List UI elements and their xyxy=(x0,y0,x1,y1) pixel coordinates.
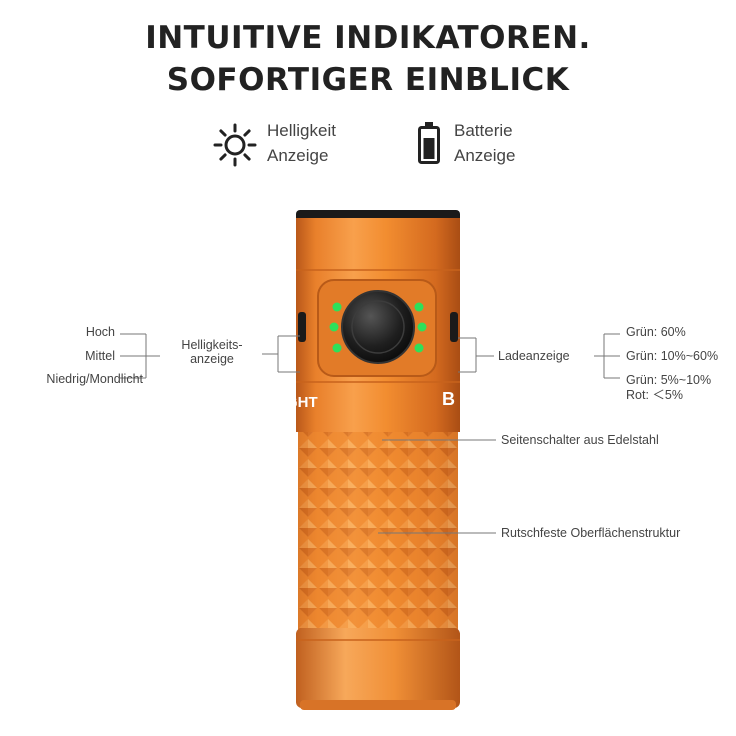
page-title-line2: SOFORTIGER EINBLICK xyxy=(166,62,570,98)
brightness-indicator-label: Helligkeits- anzeige xyxy=(166,338,258,366)
brightness-legend-line2: Anzeige xyxy=(267,146,329,165)
right-leader-lines xyxy=(378,333,620,534)
battery-legend-line1: Batterie xyxy=(454,121,513,140)
body-engraving-left: GHT xyxy=(286,394,318,411)
level-high-label: Hoch xyxy=(85,325,115,339)
charge-level-1: Grün: 60% xyxy=(626,325,686,339)
switch-panel xyxy=(317,279,437,377)
battery-legend-line2: Anzeige xyxy=(454,146,516,165)
charge-indicator-label: Ladeanzeige xyxy=(498,349,570,363)
flashlight-tail xyxy=(296,628,460,710)
battery-icon xyxy=(418,122,440,164)
knurled-body xyxy=(298,432,458,632)
page-title-line1: INTUITIVE INDIKATOREN. xyxy=(145,20,591,56)
texture-callout: Rutschfeste Oberflächenstruktur xyxy=(501,526,681,540)
switch-callout: Seitenschalter aus Edelstahl xyxy=(501,433,659,447)
body-engraving-right: B xyxy=(442,389,455,409)
charge-level-2: Grün: 10%~60% xyxy=(626,349,719,363)
charge-level-3: Grün: 5%~10% xyxy=(626,373,712,387)
brightness-indicator-line2: anzeige xyxy=(190,352,234,366)
brightness-legend-line1: Helligkeit xyxy=(267,121,336,140)
level-medium-label: Mittel xyxy=(85,349,115,363)
brightness-indicator-line1: Helligkeits- xyxy=(181,338,243,352)
battery-led-indicators xyxy=(414,302,427,353)
charge-level-4: Rot: ＜5% xyxy=(626,388,683,402)
sun-icon xyxy=(213,123,257,167)
brightness-led-indicators xyxy=(329,302,342,353)
left-leader-lines xyxy=(120,333,300,379)
battery-legend-label: Batterie Anzeige xyxy=(454,118,515,168)
level-low-label: Niedrig/Mondlicht xyxy=(46,372,143,386)
brightness-legend-label: Helligkeit Anzeige xyxy=(267,118,336,168)
